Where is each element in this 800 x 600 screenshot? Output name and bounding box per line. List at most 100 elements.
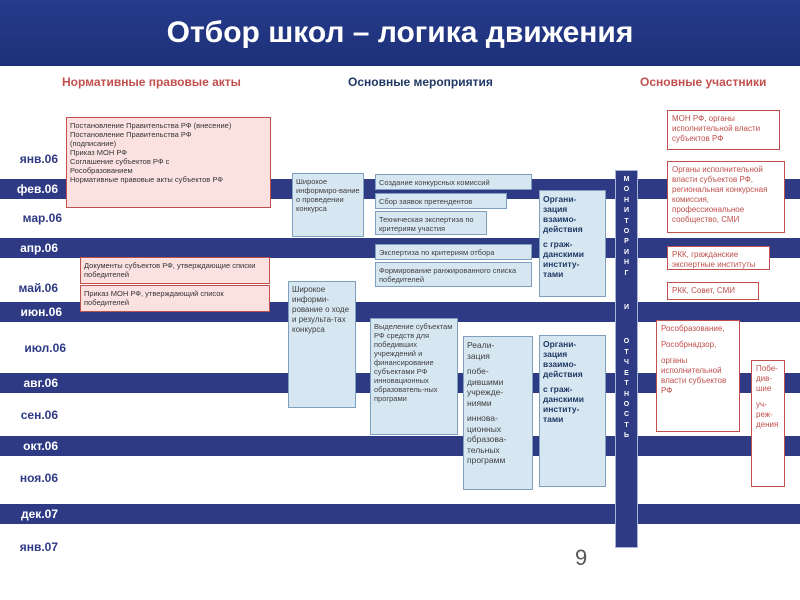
- monitoring-letter: Ь: [623, 432, 630, 440]
- monitoring-letter: Т: [624, 217, 629, 225]
- month-label: мар.06: [22, 211, 62, 225]
- event-selection-review: Экспертиза по критериям отбора: [375, 244, 532, 260]
- month-label: сен.06: [20, 408, 58, 422]
- legal-act-line: Нормативные правовые акты субъектов РФ: [70, 175, 223, 184]
- legal-act-line: (подписание): [70, 139, 117, 148]
- org-text-line: институ-: [543, 404, 580, 414]
- column-header-legal: Нормативные правовые акты: [62, 75, 241, 89]
- month-label: июн.06: [20, 305, 62, 319]
- realization-line: Реали-: [467, 340, 495, 350]
- participant-line: дения: [756, 420, 779, 429]
- month-label: ноя.06: [19, 471, 58, 485]
- monitoring-letter: О: [623, 400, 630, 408]
- monitoring-letter: Р: [624, 238, 629, 246]
- header-bar: [0, 0, 800, 66]
- monitoring-letter: И: [623, 207, 630, 215]
- legal-acts-box: Постановление Правительства РФ (внесение…: [66, 117, 271, 208]
- realization-box: Реали- зация побе- дившими учрежде- ниям…: [463, 336, 533, 490]
- monitoring-letter: О: [623, 228, 630, 236]
- monitoring-letter: О: [623, 186, 630, 194]
- month-band-dec: [0, 504, 800, 524]
- org-text-line: взаимо-: [543, 359, 577, 369]
- monitoring-column: М О Н И Т О Р И Н Г И О Т Ч Е Т Н О С Т …: [615, 170, 638, 548]
- realization-line: иннова-: [467, 413, 498, 423]
- realization-line: ниями: [467, 397, 492, 408]
- realization-line: дившими: [467, 376, 504, 387]
- month-label: янв.07: [19, 540, 58, 554]
- realization-line: образова-: [467, 434, 507, 444]
- monitoring-letter: О: [623, 338, 630, 346]
- month-band-oct: [0, 436, 800, 456]
- org-text-line: Органи-: [543, 194, 577, 204]
- month-label: авг.06: [23, 376, 58, 390]
- month-label: дек.07: [21, 507, 58, 521]
- realization-line: программ: [467, 455, 506, 465]
- participant-rkk-experts: РКК, гражданские экспертные институты: [667, 246, 770, 270]
- event-allocation-box: Выделение субъектам РФ средств для побед…: [370, 318, 458, 435]
- monitoring-letter: Е: [624, 369, 629, 377]
- participant-regional-bodies: Органы исполнительной власти субъектов Р…: [667, 161, 785, 233]
- legal-acts-winners-order: Приказ МОН РФ, утверждающий список побед…: [80, 285, 270, 312]
- realization-line: тельных: [467, 444, 500, 455]
- monitoring-letter: Н: [623, 390, 630, 398]
- org-interaction-box-2: Органи- зация взаимо- действия с граж- д…: [539, 335, 606, 487]
- participant-ministry: МОН РФ, органы исполнительной власти суб…: [667, 110, 780, 150]
- event-applications: Сбор заявок претендентов: [375, 193, 507, 209]
- monitoring-letter: И: [623, 248, 630, 256]
- monitoring-letter: Ч: [624, 359, 629, 367]
- legal-act-line: Соглашение субъектов РФ с: [70, 157, 170, 166]
- monitoring-letter: Н: [623, 259, 630, 267]
- realization-line: учрежде-: [467, 387, 504, 397]
- inform-results-box: Широкое информи-рование о ходе и результ…: [288, 281, 356, 408]
- monitoring-letter: Н: [623, 196, 630, 204]
- participant-line: реж-: [756, 410, 773, 419]
- org-text-line: зация: [543, 204, 568, 214]
- legal-act-line: Рособразованием: [70, 166, 133, 175]
- org-text-line: зация: [543, 349, 568, 359]
- month-label: окт.06: [23, 439, 58, 453]
- participant-line: див-: [756, 374, 773, 383]
- participant-line: Рособразование,: [661, 324, 725, 333]
- participant-line: Рособрнадзор,: [661, 340, 717, 349]
- org-text-line: действия: [543, 224, 583, 234]
- org-text-line: тами: [543, 414, 564, 424]
- org-text-line: с граж-: [543, 239, 573, 249]
- month-label: фев.06: [16, 182, 58, 196]
- monitoring-spacer: [616, 279, 637, 303]
- monitoring-letter: Т: [624, 348, 629, 356]
- org-interaction-box-1: Органи- зация взаимо- действия с граж- д…: [539, 190, 606, 297]
- monitoring-letter: И: [623, 304, 630, 312]
- org-text-line: действия: [543, 369, 583, 379]
- monitoring-letter: Т: [624, 421, 629, 429]
- column-header-participants: Основные участники: [640, 75, 767, 89]
- participant-line: шие: [756, 384, 772, 393]
- event-ranked-list: Формирование ранжированного списка побед…: [375, 262, 532, 287]
- participant-rkk-council: РКК, Совет, СМИ: [667, 282, 759, 300]
- legal-acts-winners-lists: Документы субъектов РФ, утверждающие спи…: [80, 257, 270, 284]
- monitoring-letter: Т: [624, 380, 629, 388]
- legal-act-line: Приказ МОН РФ: [70, 148, 128, 157]
- event-commissions: Создание конкурсных комиссий: [375, 174, 532, 190]
- legal-act-line: Постановление Правительства РФ (внесение…: [70, 121, 232, 130]
- org-text-line: с граж-: [543, 384, 573, 394]
- realization-line: побе-: [467, 366, 489, 376]
- column-header-events: Основные мероприятия: [348, 75, 493, 89]
- month-label: янв.06: [19, 152, 58, 166]
- monitoring-letter: С: [623, 411, 630, 419]
- participant-line: Побе-: [756, 364, 778, 373]
- monitoring-letter: М: [623, 176, 630, 183]
- org-text-line: институ-: [543, 259, 580, 269]
- month-label: май.06: [18, 281, 58, 295]
- realization-line: зация: [467, 350, 490, 361]
- org-text-line: взаимо-: [543, 214, 577, 224]
- participant-rosobr-group: Рособразование, Рособрнадзор, органы исп…: [656, 320, 740, 432]
- participant-line: органы исполнительной власти субъектов Р…: [661, 356, 727, 395]
- realization-line: ционных: [467, 423, 502, 434]
- month-label: апр.06: [20, 241, 58, 255]
- participant-line: уч-: [756, 400, 767, 409]
- org-text-line: данскими: [543, 394, 584, 404]
- legal-act-line: Постановление Правительства РФ: [70, 130, 192, 139]
- page-title: Отбор школ – логика движения: [166, 16, 634, 49]
- org-text-line: Органи-: [543, 339, 577, 349]
- monitoring-letter: Г: [624, 269, 629, 277]
